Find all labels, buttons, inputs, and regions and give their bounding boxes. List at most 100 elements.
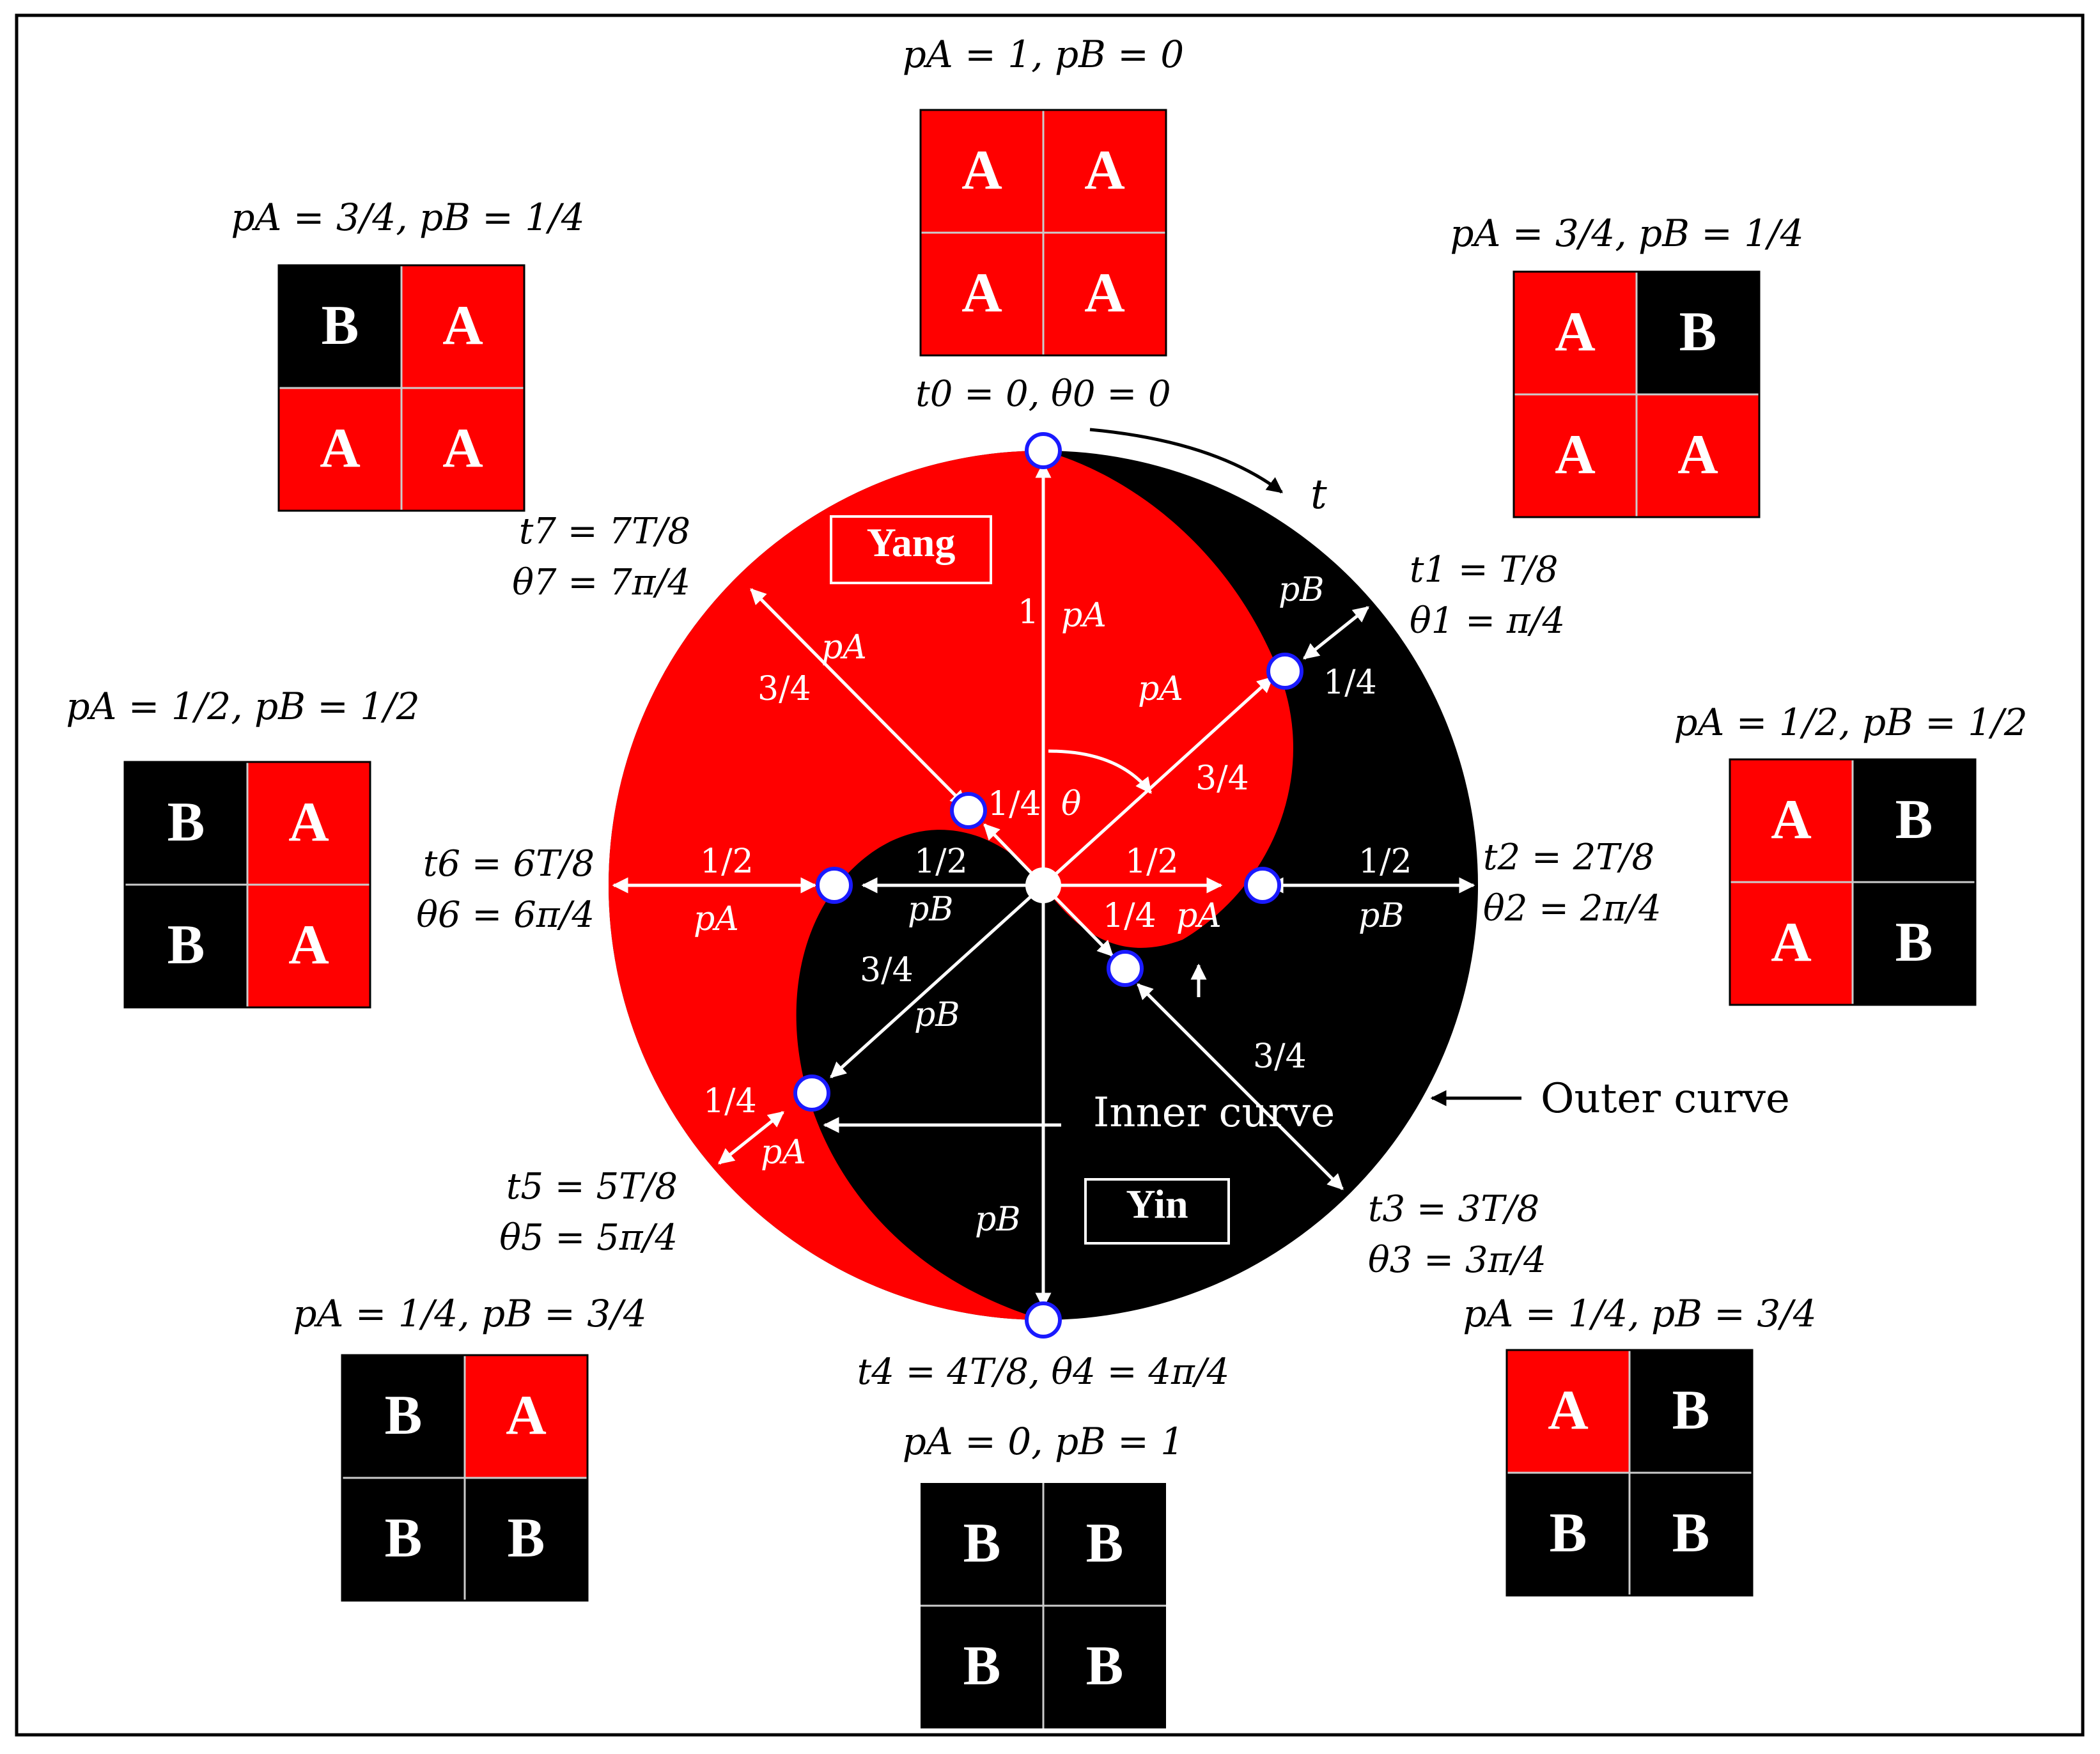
svg-text:A: A: [288, 914, 329, 976]
cell: [247, 762, 370, 885]
svg-text:A: A: [442, 295, 483, 357]
svg-text:A: A: [1555, 301, 1596, 363]
svg-text:pA: pA: [694, 900, 739, 938]
cell: [921, 110, 1043, 233]
cell: [1514, 272, 1637, 394]
svg-text:1/2: 1/2: [914, 842, 968, 881]
svg-text:B: B: [963, 1512, 1001, 1574]
cell: [1507, 1473, 1629, 1595]
yang-tag-box: [830, 515, 992, 584]
svg-text:θ3 = 3π/4: θ3 = 3π/4: [1368, 1239, 1546, 1281]
cell: [1629, 1350, 1752, 1473]
svg-text:A: A: [1555, 424, 1596, 486]
svg-text:B: B: [1672, 1379, 1710, 1441]
grid-4: pA = 0, pB = 1 B B B B: [903, 1420, 1184, 1728]
svg-text:t2 = 2T/8: t2 = 2T/8: [1483, 837, 1654, 878]
svg-text:A: A: [1548, 1379, 1589, 1441]
cell: [1629, 1473, 1752, 1595]
yin-tag: Yin: [1126, 1181, 1188, 1227]
cell: [1043, 1483, 1166, 1606]
svg-text:B: B: [1679, 301, 1717, 363]
cell: [401, 388, 524, 511]
grid-3: pA = 1/4, pB = 3/4 A B B B: [1463, 1292, 1817, 1597]
cell: [921, 233, 1043, 355]
svg-text:B: B: [167, 791, 205, 853]
cell: [401, 265, 524, 388]
svg-text:1/2: 1/2: [700, 842, 754, 881]
svg-text:pA = 3/4, pB = 1/4: pA = 3/4, pB = 1/4: [231, 196, 584, 239]
svg-text:A: A: [288, 791, 329, 853]
svg-text:1/2: 1/2: [1358, 842, 1412, 881]
svg-text:θ7 = 7π/4: θ7 = 7π/4: [512, 562, 690, 603]
svg-text:A: A: [1771, 912, 1812, 974]
segment-labels: 1 pA pA 3/4 pA 3/4 pB 1/4 1/4 θ 1/2 pA 1…: [694, 571, 1412, 1239]
cell: [342, 1478, 465, 1601]
svg-text:t4 = 4T/8, θ4 = 4π/4: t4 = 4T/8, θ4 = 4π/4: [857, 1351, 1230, 1393]
svg-text:t3 = 3T/8: t3 = 3T/8: [1368, 1188, 1539, 1230]
svg-text:pA: pA: [761, 1133, 806, 1172]
svg-text:pB: pB: [1358, 897, 1404, 935]
svg-text:θ: θ: [1061, 785, 1081, 823]
cell: [1637, 394, 1759, 517]
svg-text:pA: pA: [1176, 897, 1222, 935]
cell: [921, 1483, 1043, 1606]
cell: [1730, 759, 1853, 882]
svg-text:B: B: [385, 1385, 423, 1447]
cell: [1730, 882, 1853, 1005]
svg-text:t0 = 0, θ0 = 0: t0 = 0, θ0 = 0: [915, 373, 1171, 415]
grid-1: pA = 3/4, pB = 1/4 A B A A: [1450, 212, 1804, 518]
time-direction-arrow: [1089, 428, 1283, 493]
svg-text:1/4: 1/4: [703, 1082, 757, 1121]
yang-tag: Yang: [867, 520, 956, 565]
cell: [1043, 110, 1166, 233]
outer-curve-callout: Outer curve: [1541, 1075, 1790, 1122]
svg-text:t6 = 6T/8: t6 = 6T/8: [423, 843, 595, 885]
cell: [279, 265, 401, 388]
cell: [1507, 1350, 1629, 1473]
svg-text:pB: pB: [908, 890, 954, 929]
svg-text:pA = 3/4, pB = 1/4: pA = 3/4, pB = 1/4: [1450, 212, 1803, 255]
cell: [247, 885, 370, 1007]
svg-text:pA = 1/2, pB = 1/2: pA = 1/2, pB = 1/2: [1674, 701, 2027, 744]
svg-text:B: B: [1086, 1635, 1124, 1697]
svg-text:θ2 = 2π/4: θ2 = 2π/4: [1483, 888, 1661, 929]
svg-text:pA = 1/4, pB = 3/4: pA = 1/4, pB = 3/4: [293, 1292, 646, 1335]
cell: [1853, 759, 1975, 882]
time-labels: t0 = 0, θ0 = 0 t1 = T/8 θ1 = π/4 t2 = 2T…: [416, 373, 1661, 1393]
svg-text:A: A: [1771, 789, 1812, 851]
svg-text:1/4: 1/4: [1323, 664, 1377, 702]
svg-text:θ5 = 5π/4: θ5 = 5π/4: [499, 1217, 678, 1259]
svg-text:pA = 1/2, pB = 1/2: pA = 1/2, pB = 1/2: [66, 685, 419, 728]
svg-text:θ6 = 6π/4: θ6 = 6π/4: [416, 894, 595, 936]
cell: [1514, 394, 1637, 517]
svg-text:3/4: 3/4: [758, 670, 811, 708]
center-point: [1025, 867, 1061, 903]
cell: [1043, 233, 1166, 355]
svg-text:pA: pA: [821, 628, 867, 667]
svg-text:1/4: 1/4: [988, 785, 1041, 823]
inner-curve-callout: Inner curve: [1093, 1089, 1335, 1137]
grid-6: pA = 1/2, pB = 1/2 B A B A: [66, 685, 420, 1009]
figure-frame: [15, 13, 2085, 1737]
svg-text:pB: pB: [1279, 571, 1325, 609]
cell: [125, 885, 247, 1007]
grid-5: pA = 1/4, pB = 3/4 B A B B: [293, 1292, 647, 1602]
svg-text:3/4: 3/4: [1253, 1037, 1307, 1076]
svg-text:1/4: 1/4: [1103, 897, 1156, 935]
svg-text:t5 = 5T/8: t5 = 5T/8: [506, 1166, 678, 1207]
cell: [1637, 272, 1759, 394]
svg-text:pA = 0, pB = 1: pA = 0, pB = 1: [903, 1420, 1184, 1463]
svg-text:A: A: [442, 417, 483, 479]
svg-text:1: 1: [1018, 593, 1039, 632]
svg-text:B: B: [1895, 789, 1933, 851]
cell: [342, 1355, 465, 1478]
svg-text:A: A: [1677, 424, 1718, 486]
svg-text:B: B: [1550, 1502, 1587, 1564]
cell: [1853, 882, 1975, 1005]
svg-text:pA = 1, pB = 0: pA = 1, pB = 0: [903, 33, 1184, 76]
svg-text:B: B: [1086, 1512, 1124, 1574]
grid-0: pA = 1, pB = 0 A A A A: [903, 33, 1184, 357]
svg-text:pB: pB: [975, 1200, 1021, 1239]
svg-text:t1 = T/8: t1 = T/8: [1410, 549, 1559, 591]
svg-text:A: A: [320, 417, 361, 479]
